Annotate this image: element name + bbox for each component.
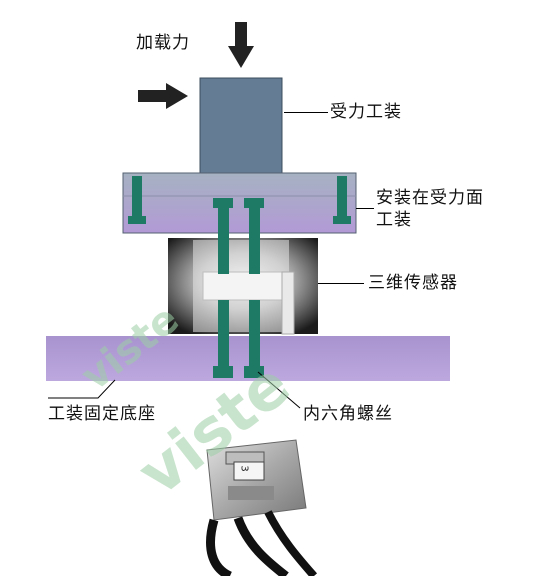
vertical-load-arrow-icon — [228, 22, 254, 68]
mount-fixture-leader — [356, 208, 374, 209]
sensor-center-bar — [202, 271, 292, 301]
screws-label: 内六角螺丝 — [303, 404, 393, 424]
mount-fixture-label-line2: 工装 — [376, 210, 412, 230]
sensor-label: 三维传感器 — [368, 273, 458, 293]
force-fixture-label: 受力工装 — [330, 102, 402, 122]
center-bolt-right-lower — [244, 300, 264, 378]
sensor-leader — [318, 283, 364, 284]
sensor-id-label: 3 — [238, 465, 250, 473]
force-fixture-block — [199, 77, 283, 175]
mounting-plate — [122, 172, 357, 234]
mount-fixture-label-line1: 安装在受力面 — [376, 188, 484, 208]
plate-bolt-right — [333, 176, 351, 224]
screws-leader-line — [257, 371, 301, 409]
base-label: 工装固定底座 — [48, 404, 156, 424]
center-bolt-left-upper — [213, 198, 233, 274]
sensor-photo — [189, 439, 341, 576]
load-force-label: 加载力 — [136, 33, 190, 53]
force-fixture-leader — [284, 112, 328, 113]
sensor-side-tab — [281, 271, 295, 335]
center-bolt-right-upper — [244, 198, 264, 274]
plate-bolt-left — [128, 176, 146, 224]
horizontal-load-arrow-icon — [138, 83, 188, 109]
base-leader-line — [48, 379, 116, 399]
center-bolt-left-lower — [213, 300, 233, 378]
